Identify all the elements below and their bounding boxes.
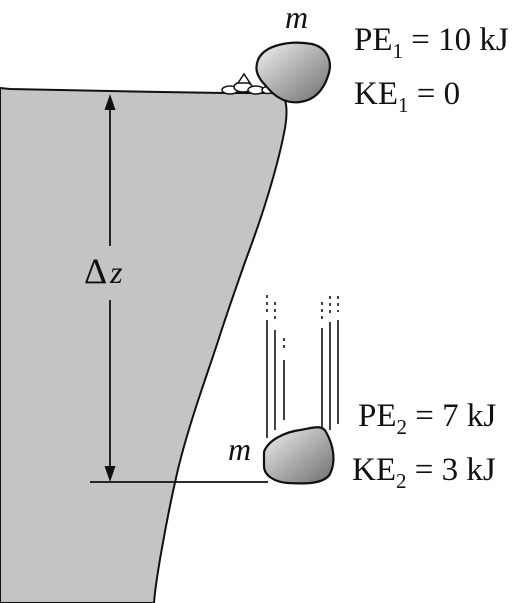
ke2-main: KE — [352, 452, 396, 488]
mass-label-top: m — [285, 0, 308, 35]
boulder-bottom — [262, 426, 335, 485]
ke2-sub: 2 — [396, 469, 407, 493]
mass-label-bottom: m — [228, 431, 251, 467]
pe1-main: PE — [354, 22, 393, 58]
pe2-sub: 2 — [397, 415, 408, 439]
ke1-label: KE1 = 0 — [354, 76, 460, 117]
pe1-rest: = 10 kJ — [403, 22, 509, 58]
pe2-rest: = 7 kJ — [407, 398, 496, 434]
ke2-label: KE2 = 3 kJ — [352, 452, 496, 493]
motion-lines — [266, 295, 339, 438]
ke1-sub: 1 — [398, 93, 409, 117]
height-arrow — [104, 94, 116, 482]
ke1-main: KE — [354, 76, 398, 112]
cliff — [0, 87, 288, 603]
height-variable: z — [109, 254, 123, 290]
pe1-label: PE1 = 10 kJ — [354, 22, 509, 63]
ke1-rest: = 0 — [409, 76, 461, 112]
ke2-rest: = 3 kJ — [407, 452, 496, 488]
boulder-top — [255, 41, 331, 104]
height-label: Δz — [84, 251, 123, 291]
pe2-main: PE — [358, 398, 397, 434]
pe1-sub: 1 — [393, 39, 404, 63]
pe2-label: PE2 = 7 kJ — [358, 398, 496, 439]
height-symbol: Δ — [84, 251, 107, 291]
